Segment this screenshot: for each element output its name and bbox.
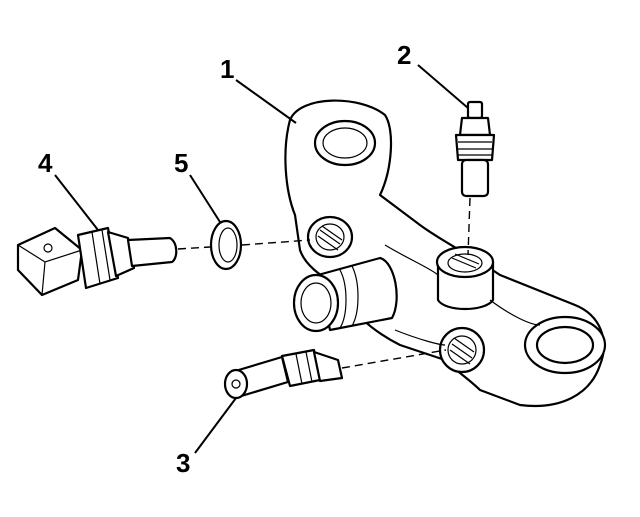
callout-5: 5 xyxy=(174,148,189,178)
left-sensor-part xyxy=(16,226,178,297)
leader-lines xyxy=(54,64,469,454)
bottom-sensor-part xyxy=(223,348,344,400)
alignment-lines xyxy=(177,197,471,369)
top-sensor-part xyxy=(454,100,496,198)
callout-2: 2 xyxy=(397,40,412,70)
o-ring-part xyxy=(209,219,243,271)
callout-4: 4 xyxy=(38,148,53,178)
callout-3: 3 xyxy=(176,448,191,478)
housing-part xyxy=(284,99,607,407)
callout-1: 1 xyxy=(220,54,235,84)
